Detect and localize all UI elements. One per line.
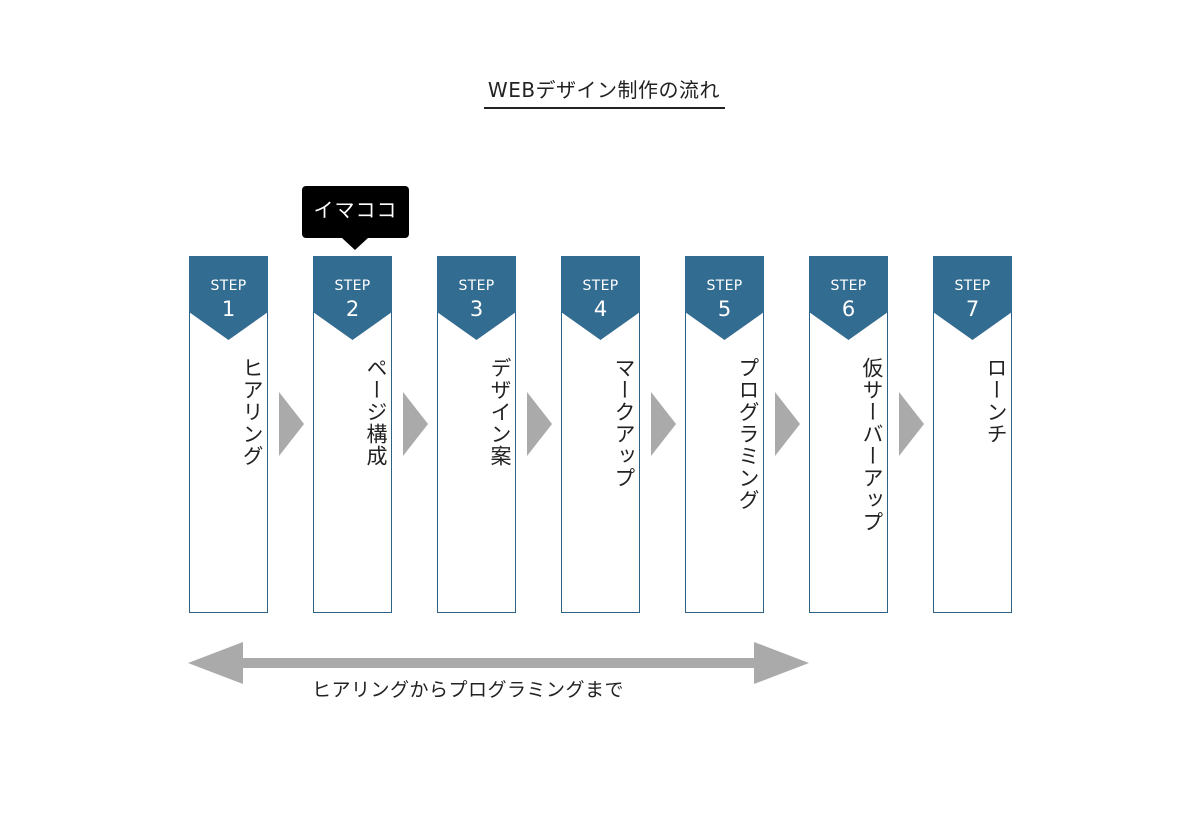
step-name: マークアップ [612, 357, 636, 489]
step-name: プログラミング [736, 357, 760, 511]
step-header-banner [561, 256, 640, 340]
step-name: ヒアリング [240, 357, 264, 467]
current-position-badge: イマココ [302, 186, 409, 250]
step-number: 1 [221, 297, 236, 321]
range-label: ヒアリングからプログラミングまで [312, 679, 625, 701]
diagram-title: WEBデザイン制作の流れ [487, 78, 721, 102]
badge-shape [302, 186, 409, 250]
step-number: 3 [469, 297, 484, 321]
flow-arrow-icon [651, 392, 676, 456]
step-header-banner [189, 256, 268, 340]
step-number: 7 [965, 297, 980, 321]
flow-arrow-icon [899, 392, 924, 456]
step-header-banner [685, 256, 764, 340]
step-header-banner [809, 256, 888, 340]
step-label: STEP [582, 278, 619, 294]
step-name: ローンチ [984, 357, 1008, 445]
step-card-3: STEP 3 デザイン案 [437, 256, 516, 613]
step-card-1: STEP 1 ヒアリング [189, 256, 268, 613]
step-name: デザイン案 [488, 357, 512, 467]
step-number: 4 [593, 297, 608, 321]
step-header-banner [437, 256, 516, 340]
step-name: ページ構成 [364, 357, 388, 467]
step-header-banner [933, 256, 1012, 340]
step-card-5: STEP 5 プログラミング [685, 256, 764, 613]
step-card-6: STEP 6 仮サーバーアップ [809, 256, 888, 613]
step-card-2: STEP 2 ページ構成 [313, 256, 392, 613]
step-header-banner [313, 256, 392, 340]
step-label: STEP [954, 278, 991, 294]
step-number: 6 [841, 297, 856, 321]
step-card-4: STEP 4 マークアップ [561, 256, 640, 613]
step-card-7: STEP 7 ローンチ [933, 256, 1012, 613]
title-underline [484, 107, 725, 109]
badge-label: イマココ [313, 198, 398, 222]
flow-arrow-icon [775, 392, 800, 456]
flow-arrow-icon [279, 392, 304, 456]
step-label: STEP [458, 278, 495, 294]
flow-arrow-icon [403, 392, 428, 456]
range-double-arrow-icon [188, 642, 809, 684]
step-name: 仮サーバーアップ [860, 357, 884, 533]
step-label: STEP [830, 278, 867, 294]
flow-arrow-icon [527, 392, 552, 456]
step-label: STEP [706, 278, 743, 294]
step-label: STEP [334, 278, 371, 294]
step-number: 5 [717, 297, 732, 321]
step-number: 2 [345, 297, 360, 321]
step-label: STEP [210, 278, 247, 294]
